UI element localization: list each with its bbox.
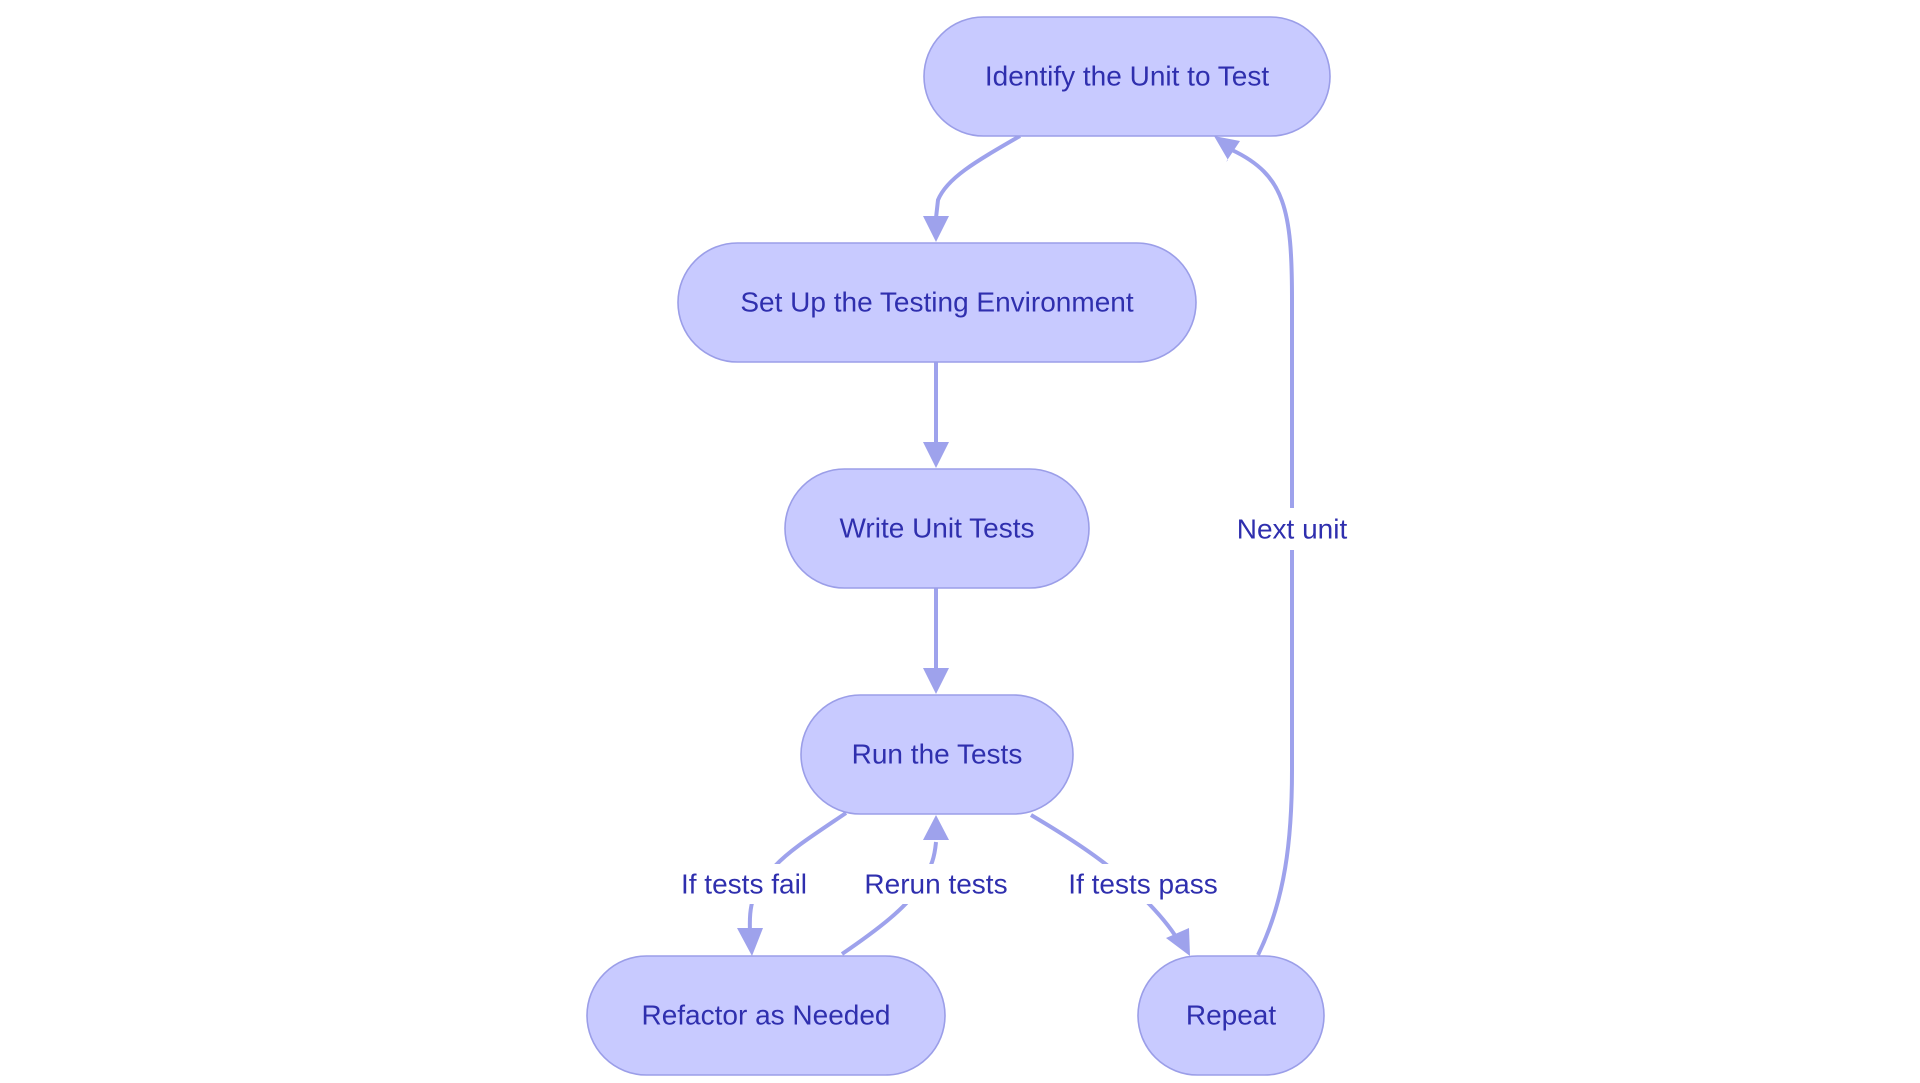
node-run-tests: Run the Tests [800,694,1074,815]
svg-text:Next unit: Next unit [1237,514,1348,545]
arrowhead-refactor [737,928,763,956]
edge-label-rerun: Rerun tests [853,864,1019,904]
svg-text:Write Unit Tests: Write Unit Tests [839,513,1034,544]
svg-text:If tests pass: If tests pass [1068,869,1217,900]
edge-label-next-unit: Next unit [1226,508,1358,550]
arrowhead-identify [1214,136,1240,162]
edge-labels: If tests fail Rerun tests If tests pass … [668,508,1358,904]
arrowhead-repeat [1166,928,1190,956]
node-write-tests: Write Unit Tests [784,468,1090,589]
svg-text:Refactor as Needed: Refactor as Needed [641,1000,890,1031]
svg-text:If tests fail: If tests fail [681,869,807,900]
svg-text:Repeat: Repeat [1186,1000,1277,1031]
svg-text:Set Up the Testing Environment: Set Up the Testing Environment [740,287,1133,318]
arrowhead-setup [923,216,949,242]
svg-text:Rerun tests: Rerun tests [864,869,1007,900]
edge-identify-to-setup [934,134,1022,219]
arrowhead-run [923,668,949,694]
arrowhead-write [923,442,949,468]
node-setup-environment: Set Up the Testing Environment [677,242,1197,363]
node-refactor: Refactor as Needed [586,955,946,1076]
svg-text:Run the Tests: Run the Tests [852,739,1023,770]
arrowhead-run-from-refactor [923,815,949,840]
edge-label-if-fail: If tests fail [668,864,820,904]
edge-repeat-to-identify [1231,148,1294,956]
node-identify-unit: Identify the Unit to Test [923,16,1331,137]
svg-text:Identify the Unit to Test: Identify the Unit to Test [985,61,1270,92]
nodes: Identify the Unit to Test Set Up the Tes… [586,16,1331,1076]
edge-label-if-pass: If tests pass [1057,864,1229,904]
node-repeat: Repeat [1137,955,1325,1076]
